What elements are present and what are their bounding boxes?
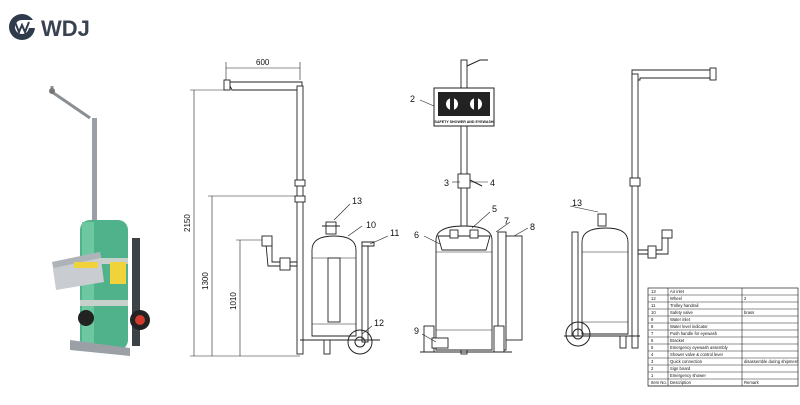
table-cell-description: Description	[670, 380, 692, 385]
callout-10: 10	[366, 220, 376, 230]
table-cell-description: Emergency shower	[670, 373, 706, 378]
table-cell-description: Emergency eyewash assembly	[670, 345, 729, 350]
callout-13-rear: 13	[572, 198, 582, 208]
table-cell-description: Shower valve & control lever	[670, 352, 724, 357]
callout-6: 6	[414, 230, 419, 240]
product-render	[49, 86, 150, 356]
table-cell-no: 1	[651, 373, 654, 378]
table-cell-description: Push handle for eyewash	[670, 331, 718, 336]
table-cell-no: 10	[651, 310, 656, 315]
logo-text: WDJ	[41, 16, 90, 41]
callout-2: 2	[410, 94, 415, 104]
dim-height-1010: 1010	[229, 292, 238, 310]
table-cell-description: Trolley handrail	[670, 303, 699, 308]
table-cell-no: 3	[651, 359, 654, 364]
logo: WDJ	[9, 14, 90, 41]
table-cell-no: 8	[651, 324, 654, 329]
wdj-logo-icon	[9, 14, 36, 40]
callout-5: 5	[492, 204, 497, 214]
callout-11: 11	[390, 228, 399, 238]
front-view-drawing: SAFETY SHOWER AND EYEWASH 2 3 4 5 6	[410, 59, 535, 355]
side-view-drawing: 600 2150 1300 1010	[183, 58, 399, 357]
callout-8: 8	[530, 222, 535, 232]
table-cell-no: 2	[651, 366, 654, 371]
table-cell-remarks: Remark	[744, 380, 760, 385]
table-cell-no: 11	[651, 303, 656, 308]
table-cell-no: 7	[651, 331, 654, 336]
table-cell-no: 4	[651, 352, 654, 357]
table-cell-description: Quick connection	[670, 359, 703, 364]
dim-height-1300: 1300	[201, 272, 210, 290]
table-cell-no: Item No.	[651, 380, 667, 385]
callout-9: 9	[414, 326, 419, 336]
table-cell-no: 12	[651, 296, 656, 301]
callout-4: 4	[490, 178, 495, 188]
table-cell-description: Sign board	[670, 366, 691, 371]
table-cell-description: Bracket	[670, 338, 685, 343]
callout-7: 7	[504, 216, 509, 226]
table-cell-no: 13	[651, 289, 656, 294]
callout-13: 13	[352, 196, 362, 206]
table-cell-no: 5	[651, 345, 654, 350]
callout-12: 12	[374, 318, 384, 328]
rear-side-view-drawing: 13	[564, 67, 717, 349]
table-cell-remarks: disassemble during shipment	[744, 359, 799, 364]
table-cell-description: Air inlet	[670, 289, 685, 294]
table-cell-description: Water inlet	[670, 317, 691, 322]
table-cell-no: 6	[651, 338, 654, 343]
dim-width: 600	[256, 58, 270, 67]
table-cell-description: Safety valve	[670, 310, 693, 315]
table-cell-no: 9	[651, 317, 654, 322]
sign-caption: SAFETY SHOWER AND EYEWASH	[435, 120, 494, 124]
callout-3: 3	[444, 178, 449, 188]
table-cell-description: Water level indicator	[670, 324, 708, 329]
table-cell-remarks: brass	[744, 310, 754, 315]
table-cell-remarks: 2	[744, 296, 747, 301]
dim-total-height: 2150	[183, 214, 192, 232]
table-cell-description: Wheel	[670, 296, 682, 301]
